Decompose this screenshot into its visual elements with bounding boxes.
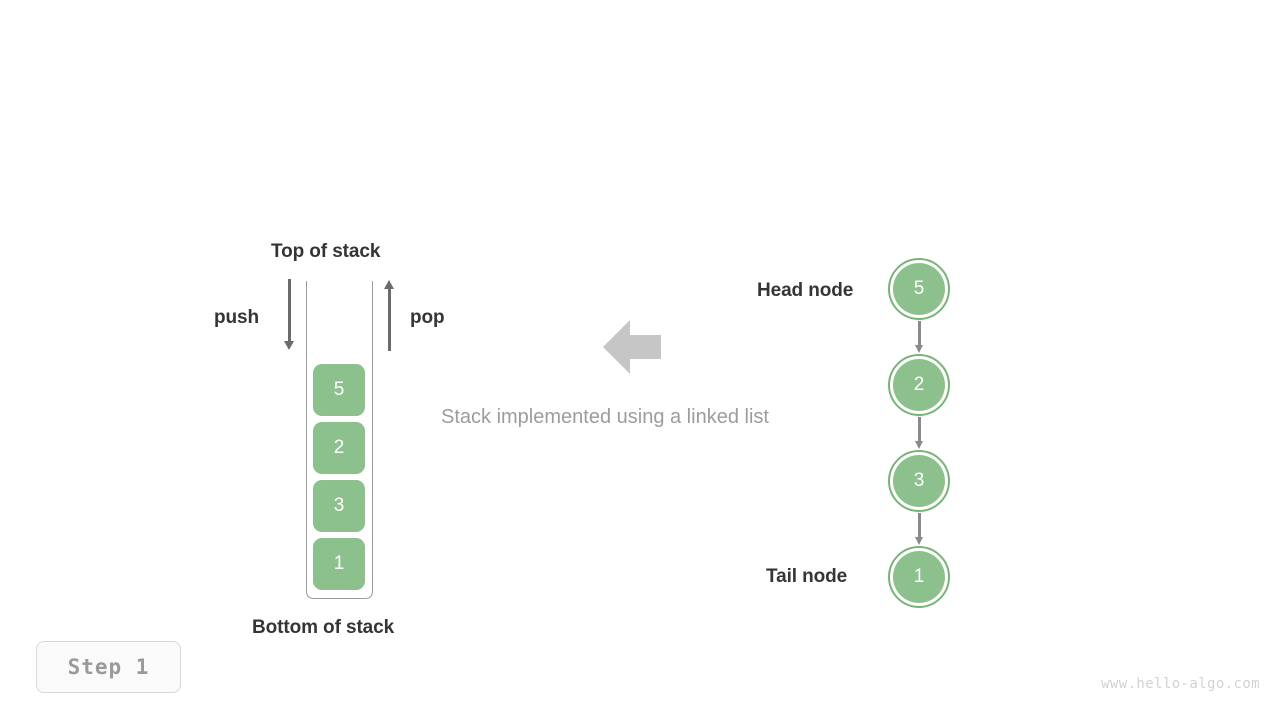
linked-list-node: 5 [888,258,950,320]
head-node-label: Head node [757,280,854,301]
stack-box: 3 [313,480,365,532]
bottom-of-stack-label: Bottom of stack [252,617,395,638]
linked-list-node: 1 [888,546,950,608]
stack-box-value: 2 [333,437,345,458]
diagram-caption: Stack implemented using a linked list [441,406,769,428]
link-arrow [913,513,925,545]
linked-list-node: 3 [888,450,950,512]
top-of-stack-label: Top of stack [271,241,381,262]
stack-box: 2 [313,422,365,474]
watermark: www.hello-algo.com [1101,676,1260,692]
stack-container-outline [306,281,373,599]
stack-box: 5 [313,364,365,416]
push-arrow [283,279,295,350]
stack-box-value: 3 [333,495,345,516]
stack-box-value: 5 [333,379,345,400]
step-badge: Step 1 [36,641,181,693]
pop-label: pop [410,307,445,328]
stack-container [306,281,373,599]
linked-list-node-value: 5 [893,263,945,315]
link-arrow [913,417,925,449]
left-arrow-icon [603,320,661,374]
stack-box-value: 1 [333,553,345,574]
tail-node-label: Tail node [766,566,848,587]
link-arrow [913,321,925,353]
pop-arrow [383,280,395,351]
push-label: push [214,307,259,328]
linked-list-node-value: 3 [893,455,945,507]
linked-list-node-value: 2 [893,359,945,411]
stack-box: 1 [313,538,365,590]
linked-list-node: 2 [888,354,950,416]
linked-list-node-value: 1 [893,551,945,603]
